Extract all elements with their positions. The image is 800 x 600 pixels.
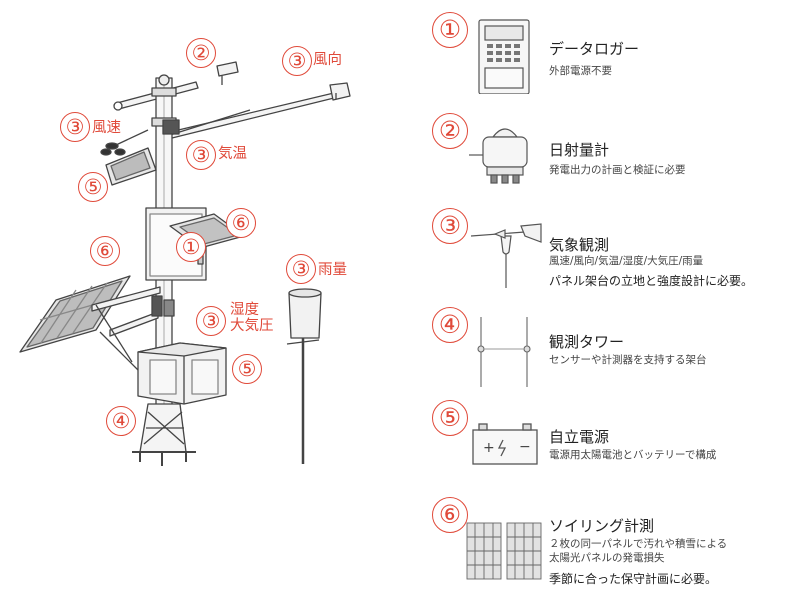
legend-description: 太陽光パネルの発電損失 <box>549 552 665 564</box>
legend-title: 自立電源 <box>549 428 610 446</box>
callout-label: 雨量 <box>318 262 347 278</box>
callout-label: 風速 <box>92 120 121 136</box>
legend-title: 日射量計 <box>549 141 610 159</box>
callout-number: ⑥ <box>226 208 256 238</box>
pyranometer-icon <box>469 128 528 184</box>
callout-number: ⑤ <box>78 172 108 202</box>
legend-number: ③ <box>432 208 468 244</box>
callout-label: 大気圧 <box>230 318 274 334</box>
callout-number: ③ <box>282 46 312 76</box>
callout-number: ③ <box>196 306 226 336</box>
legend-item-tower: ④ 観測タワー センサーや計測器を支持する架台 <box>425 307 800 392</box>
legend-number: ① <box>432 12 468 48</box>
svg-text:+: + <box>483 440 495 456</box>
callout-number: ④ <box>106 406 136 436</box>
legend-item-data-logger: ① データロガー 外部電源不要 <box>425 12 800 102</box>
callout-number: ⑤ <box>232 354 262 384</box>
legend-description: センサーや計測器を支持する架台 <box>549 354 707 366</box>
legend-description: 電源用太陽電池とバッテリーで構成 <box>549 449 717 461</box>
legend-number: ⑤ <box>432 400 468 436</box>
legend-description: 発電出力の計画と検証に必要 <box>549 164 686 176</box>
legend-title: データロガー <box>549 40 640 58</box>
legend-item-soiling: ⑥ ソイリング計測 ２枚の同一パネルで汚れや積雪による 太陽光パネルの発電損失 … <box>425 497 800 597</box>
legend-number: ⑥ <box>432 497 468 533</box>
callout-label: 気温 <box>218 146 247 162</box>
callout-number: ③ <box>286 254 316 284</box>
legend-item-power: ⑤ + − 自立電源 電源用太陽電池とバッテリーで構成 <box>425 400 800 490</box>
legend-description: 外部電源不要 <box>549 65 612 77</box>
legend-description: 季節に合った保守計画に必要。 <box>549 572 718 586</box>
legend-title: 観測タワー <box>549 333 625 351</box>
callout-number: ⑥ <box>90 236 120 266</box>
callout-label: 風向 <box>313 52 342 68</box>
legend-number: ④ <box>432 307 468 343</box>
legend-description: ２枚の同一パネルで汚れや積雪による <box>549 538 728 550</box>
callout-number: ② <box>186 38 216 68</box>
legend-number: ② <box>432 113 468 149</box>
legend-item-weather: ③ 気象観測 風速/風向/気温/湿度/大気圧/雨量 パネル架台の立地と強度設計に… <box>425 208 800 303</box>
legend-description: パネル架台の立地と強度設計に必要。 <box>549 274 754 288</box>
weather-sensor-icon <box>470 223 542 288</box>
data-logger-icon <box>478 19 530 94</box>
legend-title: 気象観測 <box>549 236 610 254</box>
callout-label: 湿度 <box>230 302 259 318</box>
callout-number: ③ <box>60 112 90 142</box>
callout-number: ① <box>176 232 206 262</box>
battery-icon: + − <box>472 423 538 465</box>
callout-number: ③ <box>186 140 216 170</box>
tower-icon <box>477 317 531 387</box>
weather-station-illustration <box>19 61 351 466</box>
svg-text:−: − <box>519 439 531 455</box>
legend-title: ソイリング計測 <box>549 517 655 535</box>
solar-panel-icon <box>466 522 542 580</box>
legend-description: 風速/風向/気温/湿度/大気圧/雨量 <box>549 255 704 267</box>
legend-item-pyranometer: ② 日射量計 発電出力の計画と検証に必要 <box>425 113 800 203</box>
